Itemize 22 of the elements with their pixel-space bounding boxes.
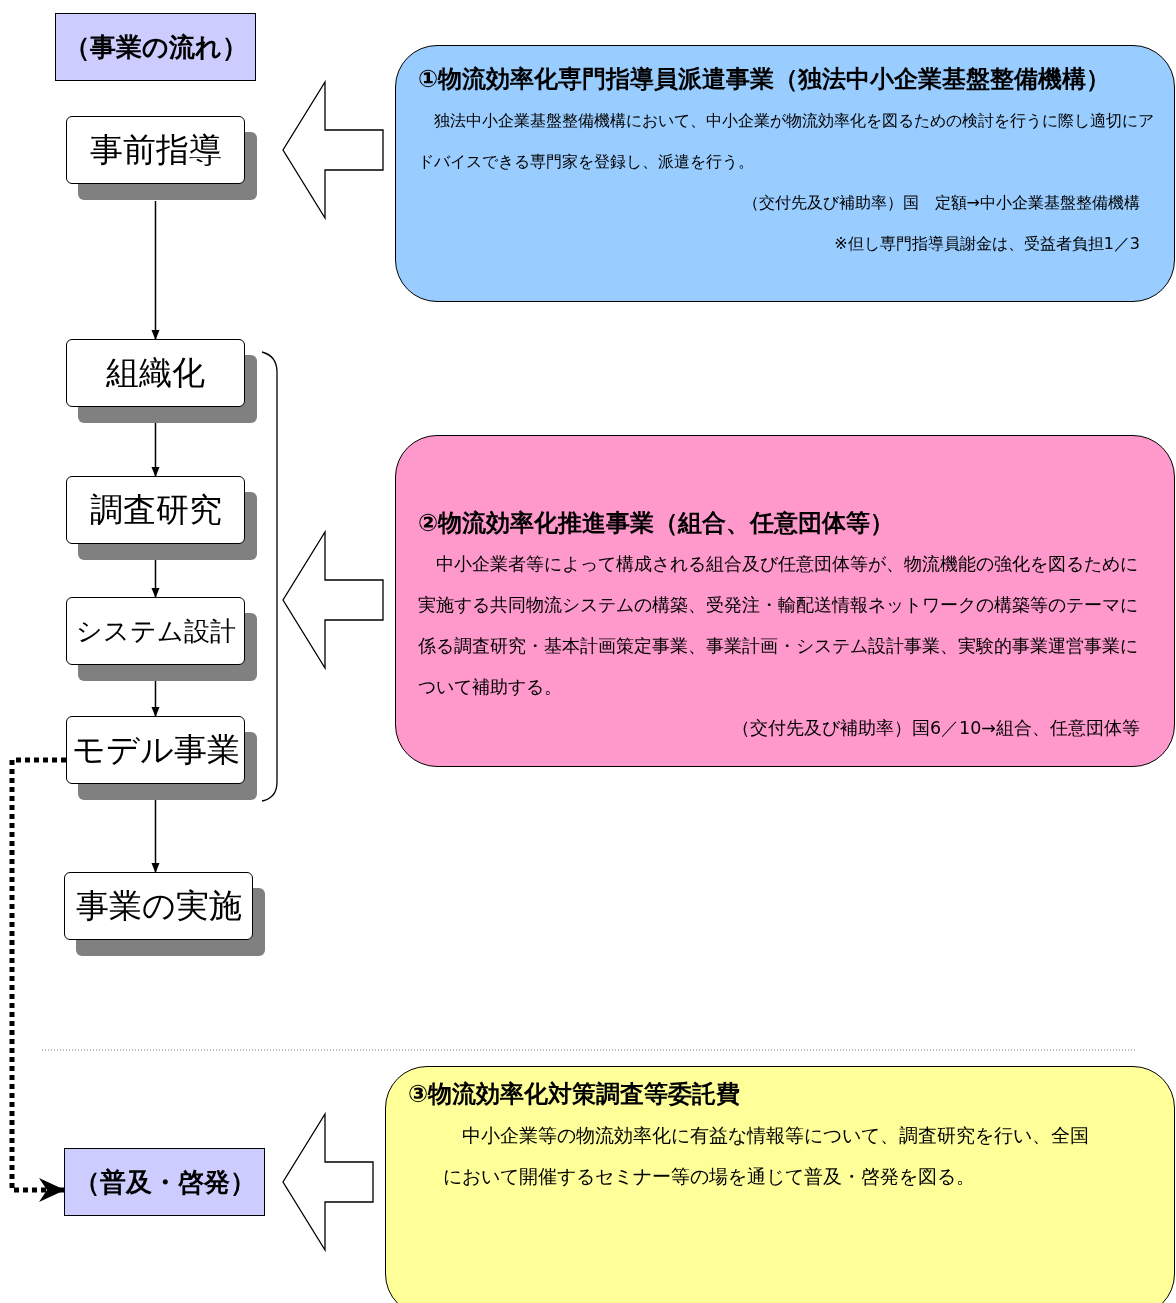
info-panel	[395, 45, 1175, 302]
heading-box: （事業の流れ）	[55, 13, 256, 81]
block-arrow	[282, 1111, 374, 1253]
block-arrow	[282, 79, 384, 221]
dotted-arrow	[9, 757, 66, 1202]
funding-note: （交付先及び補助率）国6／10→組合、任意団体等	[730, 717, 1141, 740]
panel-text: 中小企業者等によって構成される組合及び任意団体等が、物流機能の強化を図るために実施する共同物流システムの構築、受発注・輸配送情報ネットワークの構築等のテーマに係る調査研究・基本計画策定事業、事業計画・システム設計事業、実験的事業運営事業について補助する。	[418, 553, 1139, 699]
panel-heading: ③物流効率化対策調査等委託費	[408, 1079, 742, 1110]
heading-box: （普及・啓発）	[64, 1148, 265, 1216]
panel-text: 独法中小企業基盤整備機構において、中小企業が物流効率化を図るための検討を行うに際し適切にアドバイスできる専門家を登録し、派遣を行う。	[418, 110, 1155, 173]
funding-note: ※但し専門指導員謝金は、受益者負担1／3	[833, 233, 1141, 255]
block-arrow	[282, 529, 384, 671]
info-panel	[385, 1066, 1175, 1303]
arrow	[151, 799, 160, 873]
arrow	[151, 559, 160, 598]
funding-note: （交付先及び補助率）国 定額→中小企業基盤整備機構	[741, 192, 1141, 214]
arrow	[151, 422, 160, 477]
panel-heading: ①物流効率化専門指導員派遣事業（独法中小企業基盤整備機構）	[418, 64, 1112, 95]
panel-text: 中小企業等の物流効率化に有益な情報等について、調査研究を行い、全国において開催するセミナー等の場を通じて普及・啓発を図る。	[442, 1124, 1090, 1189]
info-panel	[395, 435, 1175, 767]
panel-heading: ②物流効率化推進事業（組合、任意団体等）	[418, 508, 896, 539]
arrow	[151, 680, 160, 717]
